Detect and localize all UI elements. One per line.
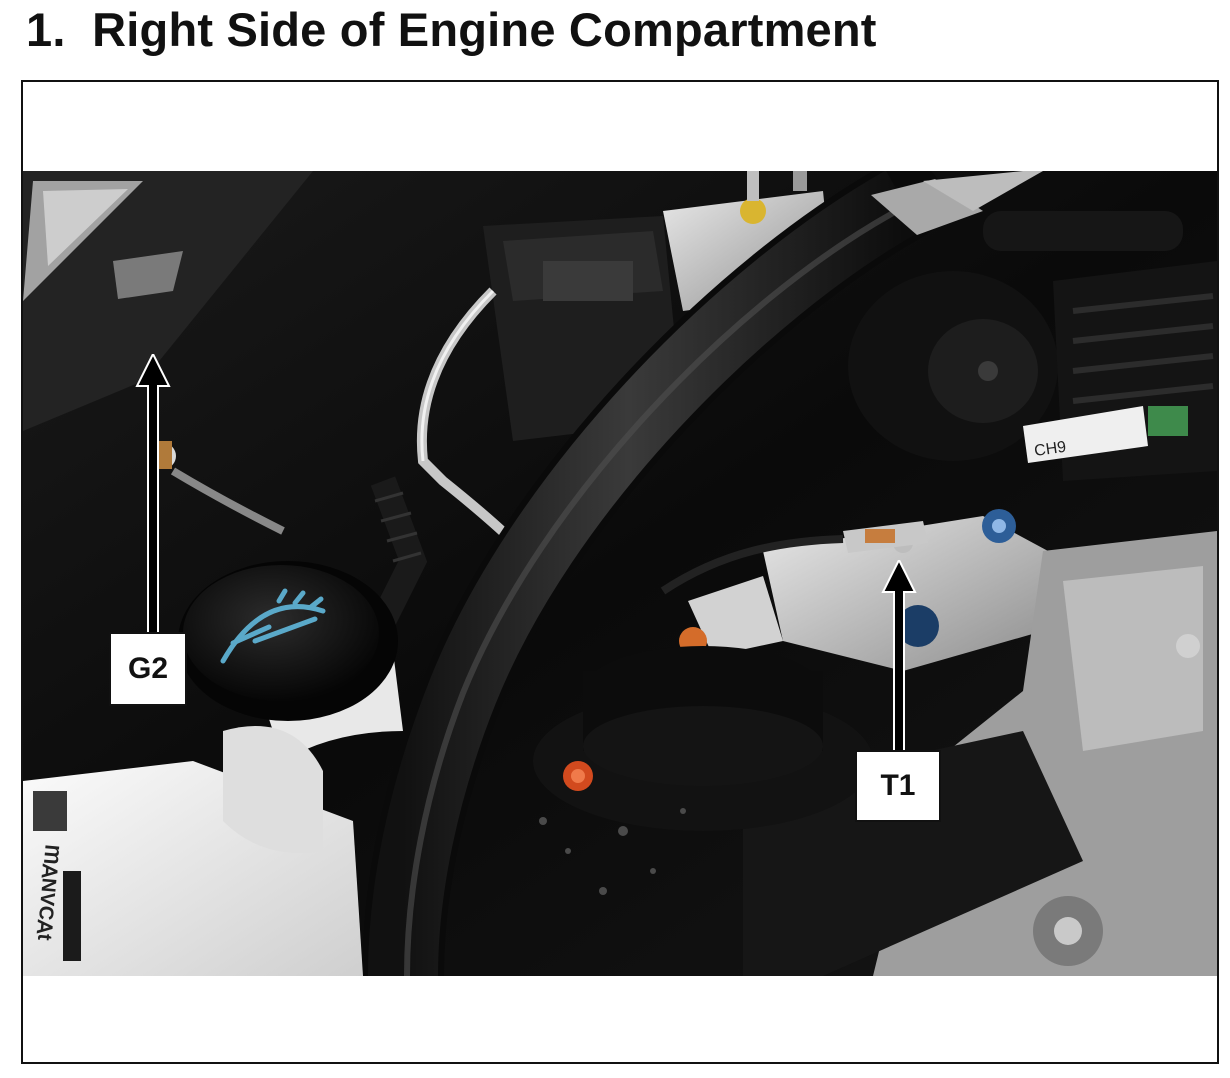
figure-frame: CH9	[21, 80, 1219, 1064]
callout-t1-label: T1	[880, 769, 916, 802]
arrow-t1	[881, 560, 917, 770]
callout-g2-label: G2	[127, 652, 169, 685]
callout-t1: T1	[855, 750, 941, 822]
sticker-code: CH9	[1033, 439, 1067, 460]
title-number: 1.	[26, 3, 66, 56]
title-text: Right Side of Engine Compartment	[92, 3, 877, 56]
page-title: 1. Right Side of Engine Compartment	[26, 2, 877, 62]
washer-fluid-icon	[220, 588, 326, 664]
engine-photo-illustration: CH9	[23, 171, 1217, 976]
engine-compartment-photo: CH9	[23, 171, 1217, 976]
callout-g2: G2	[109, 632, 187, 706]
arrow-g2	[135, 354, 171, 644]
